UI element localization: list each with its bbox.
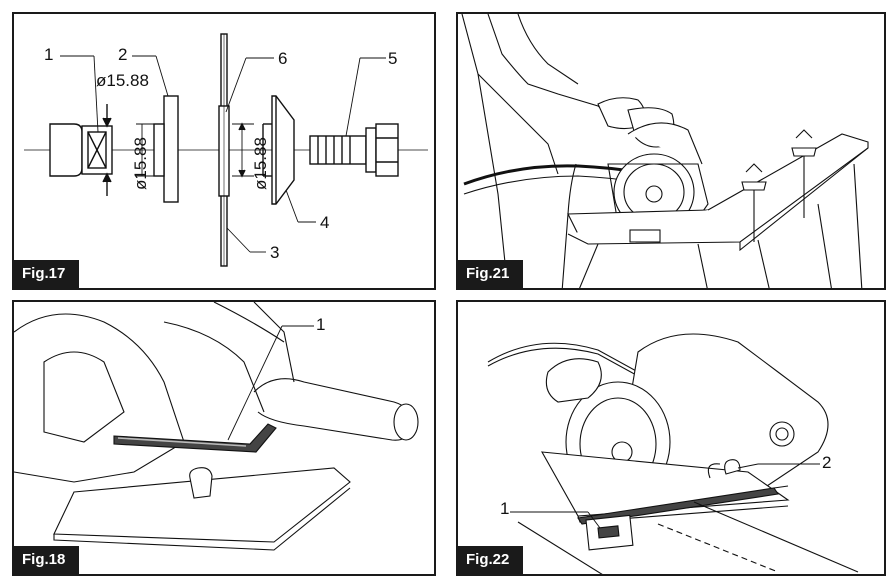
fig18-label: Fig.18 — [14, 546, 80, 574]
callout-1: 1 — [500, 499, 510, 518]
fig17-label: Fig.17 — [14, 260, 80, 288]
shaft-diameter-label: ø15.88 — [96, 71, 149, 90]
callout-5: 5 — [388, 49, 398, 68]
fig18-panel: 1 Fig.18 — [12, 300, 436, 576]
callout-1: 1 — [316, 315, 326, 334]
fig22-panel: 1 2 Fig.22 — [456, 300, 886, 576]
rip-fence-illustration — [487, 333, 859, 574]
callout-1: 1 — [44, 45, 54, 64]
blade-bore-diameter-label: ø15.88 — [251, 137, 270, 190]
flange-diameter-label: ø15.88 — [131, 137, 150, 190]
hex-wrench-storage-illustration — [14, 302, 419, 551]
cutting-setup-illustration — [461, 14, 869, 288]
fig21-label: Fig.21 — [458, 260, 524, 288]
callout-2: 2 — [118, 45, 128, 64]
callout-6: 6 — [278, 49, 288, 68]
fig22-label: Fig.22 — [458, 546, 524, 574]
callout-4: 4 — [320, 213, 330, 232]
fig21-panel: Fig.21 — [456, 12, 886, 290]
fig17-panel: 1 2 6 5 4 3 ø15.88 ø15.88 ø15.88 Fig.17 — [12, 12, 436, 290]
callout-2: 2 — [822, 453, 832, 472]
callout-3: 3 — [270, 243, 280, 262]
blade-assembly-diagram — [24, 33, 428, 267]
